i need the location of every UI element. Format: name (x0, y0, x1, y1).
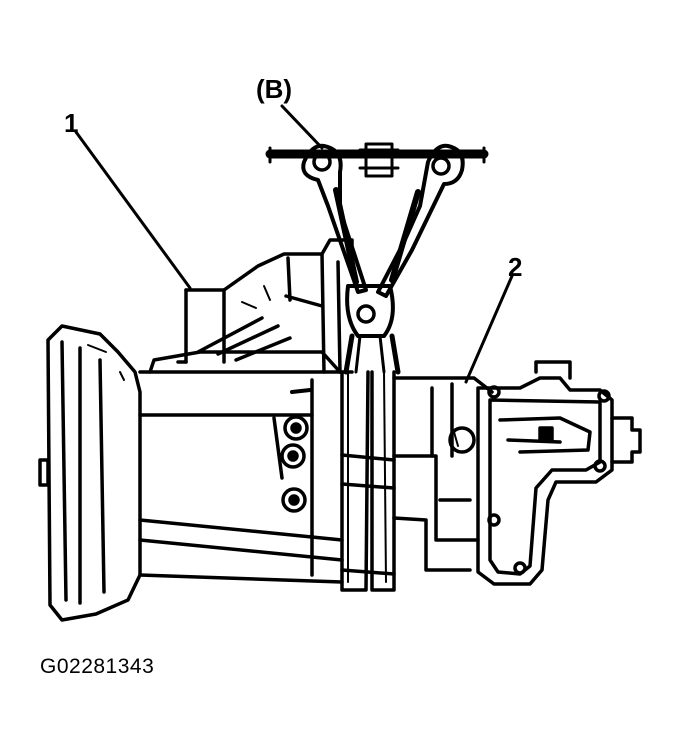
split-flange (340, 370, 396, 592)
upper-housing (176, 238, 354, 374)
rear-cover-plate (476, 360, 642, 586)
callout-label-1: 1 (64, 108, 78, 138)
rear-extension-housing (392, 376, 494, 572)
leader-line-2 (464, 274, 514, 384)
leader-line-1 (74, 130, 192, 290)
special-tool-clamp (265, 142, 489, 375)
callout-label-b: (B) (256, 74, 292, 104)
figure-id: G02281343 (40, 655, 155, 678)
bell-housing (38, 324, 142, 622)
main-case (119, 350, 354, 584)
callout-label-2: 2 (508, 252, 522, 282)
case-bolts (272, 415, 309, 513)
leader-line-b (280, 104, 324, 150)
callout-leaders (74, 104, 514, 384)
